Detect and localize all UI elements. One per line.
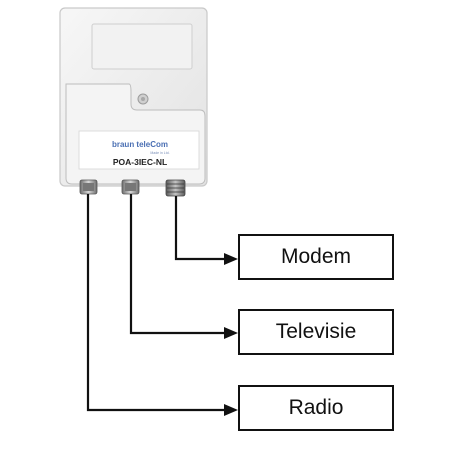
line-radio — [86, 194, 226, 412]
output-label-modem: Modem — [280, 245, 352, 268]
output-box-radio: Radio — [238, 385, 394, 431]
wall-outlet-device: braun teleCom Made in Ltd. POA-3IEC-NL — [59, 7, 208, 187]
model-label-sticker — [78, 130, 200, 170]
screw-center — [141, 97, 145, 101]
tagline-text: Made in Ltd. — [150, 151, 169, 155]
brand-text: braun teleCom — [112, 140, 168, 149]
output-box-televisie: Televisie — [238, 309, 394, 355]
arrowhead-televisie — [224, 327, 238, 339]
output-label-radio: Radio — [288, 396, 344, 419]
line-televisie — [129, 194, 226, 335]
output-box-modem: Modem — [238, 234, 394, 280]
connector-tv — [121, 179, 140, 195]
top-label-window — [91, 23, 193, 70]
arrowhead-radio — [224, 404, 238, 416]
connector-radio — [79, 179, 98, 195]
connector-modem — [165, 179, 186, 197]
model-text: POA-3IEC-NL — [113, 157, 167, 167]
line-modem — [174, 196, 226, 261]
output-label-televisie: Televisie — [275, 320, 357, 343]
arrowhead-modem — [224, 253, 238, 265]
